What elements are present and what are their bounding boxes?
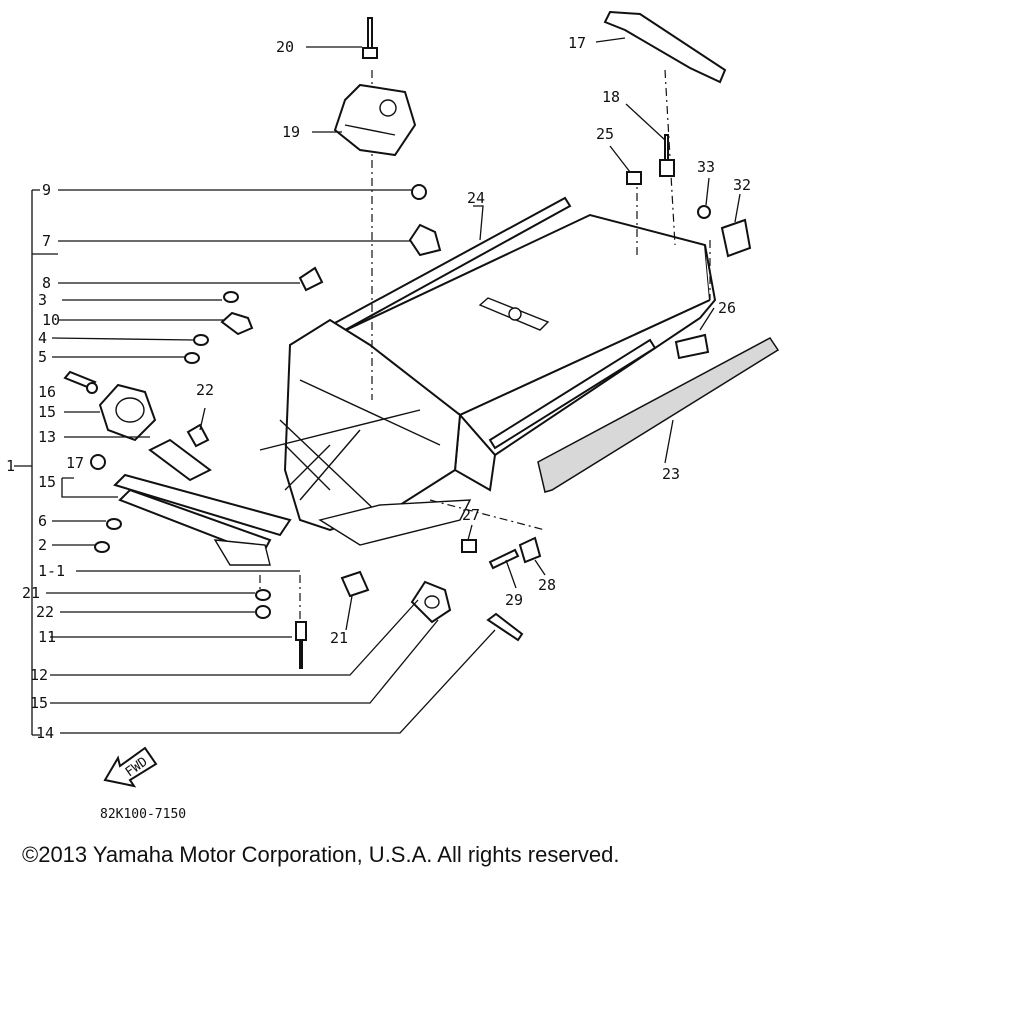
part-2-bushing [94, 541, 110, 553]
part-31-cap [461, 539, 477, 553]
callout-8: 10 [42, 311, 60, 329]
part-33-screw [488, 548, 520, 570]
part-16-screw [63, 370, 97, 390]
callout-1: 1 [6, 457, 15, 475]
callout-23: 19 [282, 123, 300, 141]
callout-26: 22 [196, 381, 214, 399]
part-22-bolt [659, 134, 675, 177]
part-9-bolt [295, 621, 307, 669]
leader-lines [14, 37, 741, 736]
part-32-bracket [518, 536, 542, 564]
callout-4b: 6 [38, 512, 47, 530]
callout-7: 9 [42, 181, 51, 199]
callout-10: 3 [38, 291, 47, 309]
callout-31: 27 [462, 506, 480, 524]
part-4-bushing-lower [106, 518, 122, 530]
copyright-notice: ©2013 Yamaha Motor Corporation, U.S.A. A… [22, 842, 620, 867]
part-30-decal [674, 333, 710, 360]
callout-30: 26 [718, 299, 736, 317]
part-20-nut [255, 605, 271, 619]
part-19-nut [255, 589, 271, 601]
callout-3: 4 [38, 329, 47, 347]
callout-33: 29 [505, 591, 523, 609]
callout-18: 17 [66, 454, 84, 472]
callout-22: 18 [602, 88, 620, 106]
part-3-bushing [193, 334, 209, 346]
callout-1-1: 1-1 [38, 562, 65, 580]
part-21-bar [603, 10, 727, 84]
callout-35: 33 [697, 158, 715, 176]
part-29-cap [626, 171, 642, 185]
part-24-pin [362, 17, 378, 59]
part-4-bushing-upper [184, 352, 200, 364]
callout-19: 21 [22, 584, 40, 602]
part-26-bracket [186, 423, 210, 448]
callout-13: 14 [36, 724, 54, 742]
part-27-side-rail [537, 337, 780, 493]
callout-5: 7 [42, 232, 51, 250]
callout-9: 11 [38, 628, 56, 646]
callout-2: 2 [38, 536, 47, 554]
part-10-grommet [223, 291, 239, 303]
callout-29: 25 [596, 125, 614, 143]
part-34-plate [720, 218, 752, 258]
callout-20: 22 [36, 603, 54, 621]
callout-25: 21 [330, 629, 348, 647]
callout-11: 12 [30, 666, 48, 684]
part-6-clip [298, 266, 324, 292]
part-5-bracket [408, 223, 442, 257]
callout-4a: 5 [38, 348, 47, 366]
callout-34: 32 [733, 176, 751, 194]
callout-27: 23 [662, 465, 680, 483]
callout-6: 8 [42, 274, 51, 292]
callout-17: 15 [38, 473, 56, 491]
part-7-cap [411, 184, 427, 200]
callout-21: 17 [568, 34, 586, 52]
forward-arrow-icon: FWD [103, 746, 158, 788]
part-8-mount [220, 311, 254, 336]
part-18-nut [90, 454, 106, 470]
callout-32: 28 [538, 576, 556, 594]
diagram-code: 82K100-7150 [100, 807, 186, 822]
part-23-bracket [333, 83, 417, 157]
part-13-bolt [486, 612, 524, 642]
callout-labels: 20 19 17 18 25 33 32 24 26 23 27 28 29 2… [6, 34, 751, 742]
callout-16: 16 [38, 383, 56, 401]
callout-15: 15 [38, 403, 56, 421]
part-35-nut [697, 205, 711, 219]
callout-28: 24 [467, 189, 485, 207]
callout-12: 13 [38, 428, 56, 446]
callout-14: 15 [30, 694, 48, 712]
part-25-pad [340, 570, 370, 598]
frame-assembly [113, 69, 717, 620]
callout-24: 20 [276, 38, 294, 56]
